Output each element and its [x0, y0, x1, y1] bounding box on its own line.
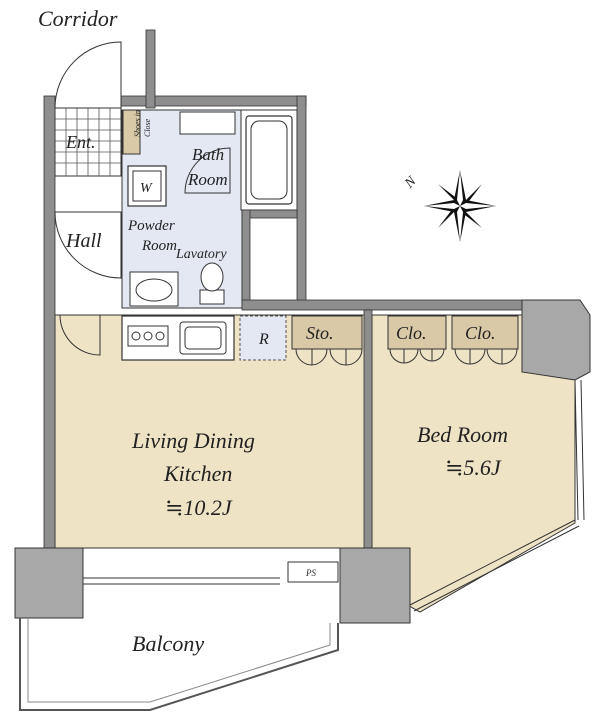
wash-basin-bowl: [135, 278, 173, 302]
shoes-closet-label-2: Close: [143, 118, 152, 137]
pipe-space: [287, 561, 339, 583]
refrigerator-space: [239, 315, 287, 361]
storage-label: Sto.: [306, 323, 334, 343]
bath-sink: [179, 111, 236, 135]
compass-north-label: N: [402, 174, 420, 192]
hall-label: Hall: [65, 230, 102, 252]
refrigerator-label: R: [258, 331, 269, 348]
ldk-label-1: Living Dining: [131, 428, 255, 453]
closet-2-label: Clo.: [465, 323, 496, 343]
bath-door-swing: [184, 147, 231, 194]
balcony-outline: [19, 618, 339, 711]
balcony-windows: [83, 379, 585, 612]
storage-closet: [291, 315, 363, 350]
bedroom-label: Bed Room: [417, 422, 508, 447]
washer-label: W: [140, 181, 153, 196]
corridor-label: Corridor: [38, 6, 118, 31]
shoes-closet: [122, 109, 141, 155]
exterior-walls: [43, 29, 581, 551]
balcony-rail: [27, 618, 331, 703]
ldk-door-swing: [59, 314, 101, 356]
pipe-space-label: PS: [305, 568, 316, 578]
balcony-label: Balcony: [132, 631, 204, 656]
compass-rose: [424, 170, 496, 242]
lavatory-label: Lavatory: [175, 247, 227, 262]
washer-drum: [132, 170, 162, 202]
bedroom-size-label: ≒5.6J: [445, 455, 502, 480]
bathtub-inner: [250, 120, 288, 200]
bath-label-1: Bath: [192, 145, 224, 164]
powder-room-label-2: Room: [141, 238, 177, 254]
pillars: [14, 299, 591, 624]
toilet-tank: [199, 289, 225, 305]
closet-1-label: Clo.: [396, 323, 427, 343]
kitchen-sink-bowl: [184, 326, 222, 350]
closet-1: [387, 315, 447, 350]
stove-burners: [127, 325, 169, 347]
entrance-label: Ent.: [65, 132, 96, 152]
powder-room-label-1: Powder: [127, 218, 175, 234]
toilet-bowl: [200, 262, 224, 292]
closet-door-swings: [295, 348, 518, 366]
closet-2: [451, 315, 519, 350]
bath-label-2: Room: [187, 170, 228, 189]
shoes-closet-label-1: Shoes in: [133, 110, 142, 137]
entrance-tile-grid: [55, 108, 121, 176]
ldk-size-label: ≒10.2J: [165, 495, 233, 520]
ldk-label-2: Kitchen: [163, 461, 232, 486]
entrance-door-swing: [54, 41, 122, 109]
hall-door-swing: [54, 211, 122, 279]
